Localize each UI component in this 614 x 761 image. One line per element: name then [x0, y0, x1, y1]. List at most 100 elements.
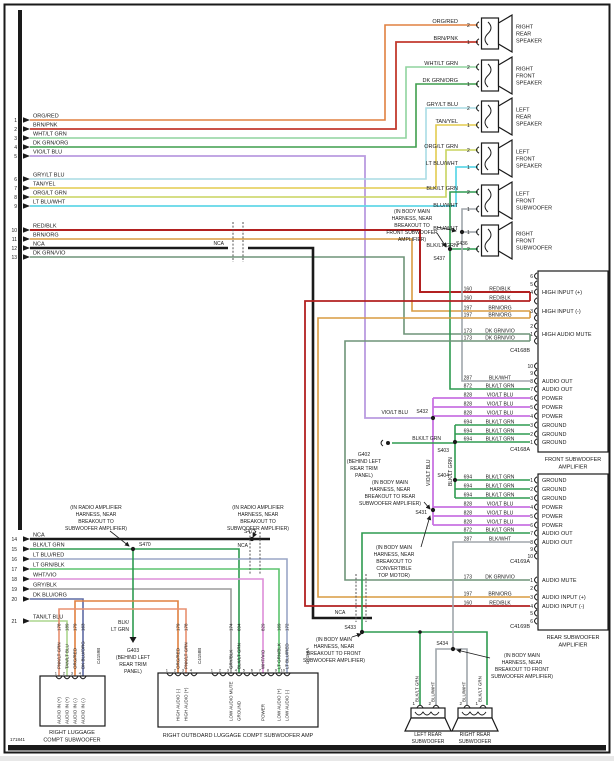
circuit-number: 173 — [464, 336, 473, 342]
wire-name: PNK/LT GRN — [184, 642, 189, 669]
amp-pin-number: 1 — [530, 478, 533, 484]
left-pin-arrow — [23, 556, 30, 562]
circuit-number: 173 — [464, 329, 473, 335]
speaker-pin-number: 1 — [467, 40, 470, 46]
amp-pin-function: AUDIO OUT — [542, 379, 573, 385]
circuit-number: 197 — [464, 313, 473, 319]
left-margin-bar — [18, 10, 22, 530]
circuit-number: 287 — [464, 376, 473, 382]
note-text: CONVERTIBLE — [376, 566, 412, 572]
amp-pin-function: AUDIO OUT — [542, 531, 573, 537]
wire-name: VIO/LT BLU — [487, 411, 514, 417]
left-pin-label: BLK/LT GRN — [33, 543, 65, 549]
note-arrow — [423, 501, 431, 510]
note-arrow — [252, 530, 257, 538]
sub-coil-winding — [414, 711, 440, 716]
pin-hook — [534, 494, 538, 502]
amp-pin-number: 7 — [530, 387, 533, 393]
speaker-wire-label: ORG/RED — [432, 19, 458, 25]
splice-s434 — [450, 646, 456, 652]
note-text: (IN BODY MAIN — [372, 480, 408, 486]
left-pin-label: RED/BLK — [33, 224, 57, 230]
pin-hook — [190, 672, 198, 677]
left-pin-arrow — [23, 135, 30, 141]
pin-hook — [534, 552, 538, 560]
amp-pin-function: AUDIO INPUT (-) — [542, 604, 585, 610]
amp-pin-function: POWER — [542, 396, 563, 402]
left-pin-arrow — [23, 153, 30, 159]
amp-pin-function: GROUND — [542, 496, 566, 502]
junction-dot — [418, 630, 422, 634]
speaker-wire-label: BRN/PNK — [434, 36, 459, 42]
wire-dk-grn-vio — [30, 256, 530, 335]
speaker-name: FRONT — [516, 157, 536, 163]
note-text: BREAKOUT TO REAR — [365, 494, 416, 500]
sub-pin-number: 1 — [475, 701, 478, 706]
wire-loop-pnk-lt-grn — [58, 608, 187, 676]
speaker-pin-number: 2 — [467, 247, 470, 253]
wire-tan-yel — [30, 124, 478, 189]
circuit-number: 172 — [285, 623, 290, 631]
sub-name: RIGHT REAR — [460, 732, 491, 738]
wire-vio-lt-blu — [30, 155, 433, 419]
note-text: BREAKOUT TO FRONT — [307, 651, 361, 657]
left-pin-label: VIO/LT BLU — [33, 150, 62, 156]
amp-pin-number: 5 — [530, 405, 533, 411]
wire-name: WHT/VIO — [261, 649, 266, 669]
circuit-number: 174 — [229, 623, 234, 631]
pin-hook — [534, 430, 538, 438]
pin-hook — [227, 672, 235, 677]
circuit-number: 694 — [464, 493, 473, 499]
pin-hook — [476, 104, 480, 112]
pin-hook — [534, 576, 538, 584]
speaker-name: FRONT — [516, 74, 536, 80]
connector-id: C4159B — [96, 648, 101, 664]
splice-label: S403 — [437, 448, 449, 454]
connector-id: C4169B — [510, 624, 530, 630]
pin-hook — [534, 394, 538, 402]
amp-pin-number: 2 — [530, 432, 533, 438]
speaker-pin-number: 1 — [467, 207, 470, 213]
box-pin-label: LOW AUDIO (-) — [285, 689, 290, 721]
pin-hook — [476, 121, 480, 129]
amp-pin-number: 2 — [530, 324, 533, 330]
left-pin-label: ORG/RED — [33, 114, 59, 120]
wire-name: VIO/LT BLU — [487, 502, 514, 508]
pin-hook — [79, 675, 87, 680]
box-pin-number: 2 — [219, 668, 222, 673]
amp-pin-function: GROUND — [542, 478, 566, 484]
note-text: BREAKOUT TO FRONT — [495, 667, 549, 673]
pin-hook — [243, 672, 251, 677]
splice-s470 — [130, 546, 136, 552]
box-pin-number: 10 — [281, 668, 286, 673]
left-pin-number: 20 — [11, 597, 17, 603]
amp-pin-number: 7 — [530, 531, 533, 537]
sub-cone — [451, 717, 499, 732]
wire-name: BLK/WHT — [489, 376, 511, 382]
left-pin-number: 18 — [11, 577, 17, 583]
circuit-number: 694 — [464, 475, 473, 481]
note-text: (IN BODY MAIN — [394, 209, 430, 215]
circuit-number: 828 — [464, 393, 473, 399]
rear-subwoofer-amplifier-box — [537, 473, 609, 631]
circuit-number: 179 — [176, 623, 181, 631]
sub-pin-number: 1 — [412, 701, 415, 706]
amp-pin-function: GROUND — [542, 440, 566, 446]
pin-hook — [166, 672, 174, 677]
speaker-wire-label: ORG/LT GRN — [424, 144, 458, 150]
amp-pin-number: 9 — [530, 547, 533, 553]
note-text: HARNESS, NEAR — [76, 512, 117, 518]
speaker-name: RIGHT — [516, 232, 534, 238]
wire-name: VIO/LT BLU — [487, 393, 514, 399]
box-pin-label: AUDIO IN (+) — [57, 697, 62, 724]
wire-loop-org-red — [74, 600, 179, 676]
amp-pin-number: 6 — [530, 619, 533, 625]
left-pin-label: NCA — [33, 533, 45, 539]
splice-s432 — [430, 415, 436, 421]
amp-pin-function: GROUND — [542, 487, 566, 493]
amp-pin-number: 1 — [530, 332, 533, 338]
wire-red-blk — [30, 229, 530, 293]
splice-s404 — [452, 477, 458, 483]
circuit-number: 163 — [81, 623, 86, 631]
pin-hook — [534, 584, 538, 592]
